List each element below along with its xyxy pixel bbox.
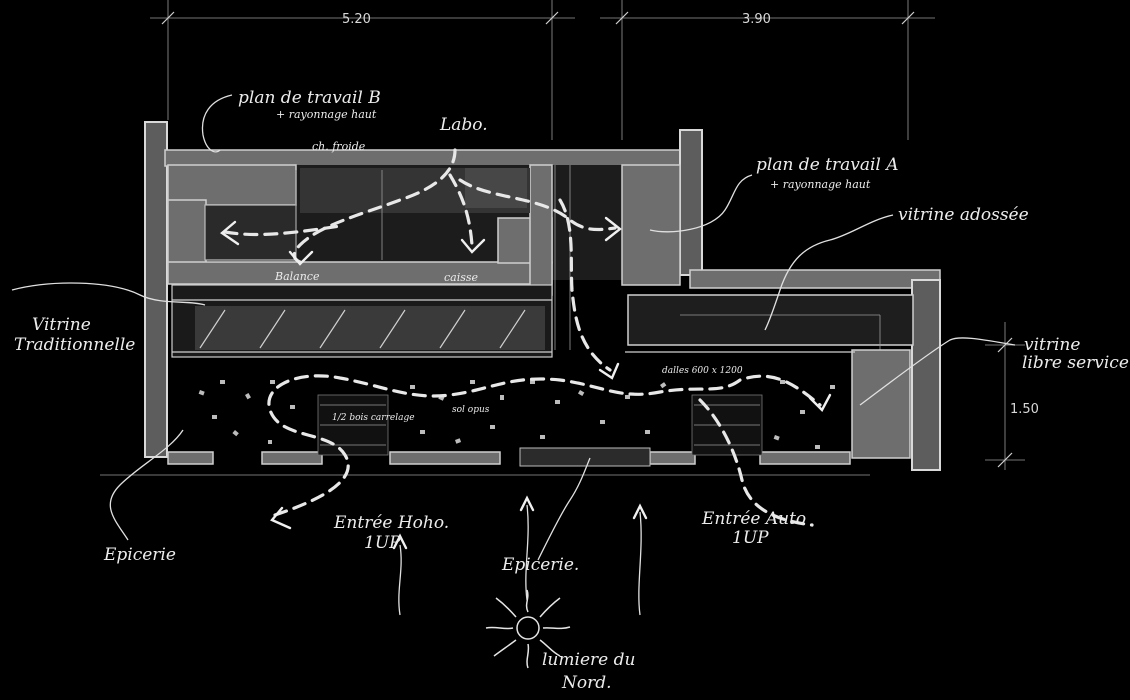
label-vitrine-adossee: vitrine adossée: [898, 205, 1029, 225]
dimension-lines: [100, 0, 1025, 476]
label-plan-b: plan de travail B: [238, 88, 381, 108]
label-plan-a-sub: + rayonnage haut: [770, 178, 871, 191]
label-vitrine-trad-1: Vitrine: [32, 315, 91, 335]
sol-opus-pattern: [198, 380, 835, 449]
walls: [144, 121, 941, 471]
label-dalles: dalles 600 x 1200: [662, 366, 743, 376]
label-epicerie-center: Epicerie.: [501, 555, 579, 575]
circulation-flow: [223, 148, 822, 527]
dimension-side: 1.50: [1010, 402, 1039, 417]
vitrine-adossee: [554, 165, 914, 459]
label-sol-opus: sol opus: [452, 405, 490, 415]
label-vitrine-libre-2: libre service: [1022, 353, 1129, 373]
label-ch-froide: ch. froide: [312, 140, 366, 153]
label-vitrine-libre-1: vitrine: [1024, 335, 1080, 355]
label-plan-a: plan de travail A: [756, 155, 899, 175]
label-plan-b-sub: + rayonnage haut: [276, 108, 377, 121]
dimension-left: 5.20: [342, 12, 371, 27]
label-bois-carrelage: 1/2 bois carrelage: [332, 413, 415, 423]
label-lumiere-1: lumiere du: [542, 650, 635, 670]
sun-icon: [485, 589, 571, 669]
labo-zone: [167, 164, 681, 296]
flow-arrowheads: [220, 216, 832, 530]
label-entree-right-2: 1UP: [732, 528, 769, 548]
annotation-leaders: [11, 94, 1016, 616]
label-entree-left-2: 1UP: [364, 533, 401, 553]
vitrine-traditionnelle: [171, 284, 553, 358]
label-entree-right-1: Entrée Auto: [701, 509, 806, 529]
entrance-zones: [317, 394, 763, 467]
label-caisse: caisse: [444, 271, 479, 284]
label-lumiere-2: Nord.: [561, 673, 612, 693]
label-entree-left-1: Entrée Hoho.: [333, 513, 449, 533]
dimension-right: 3.90: [742, 12, 771, 27]
label-labo: Labo.: [439, 115, 488, 135]
label-vitrine-trad-2: Traditionnelle: [14, 335, 135, 355]
label-balance: Balance: [274, 270, 320, 283]
label-epicerie-left: Epicerie: [103, 545, 176, 565]
